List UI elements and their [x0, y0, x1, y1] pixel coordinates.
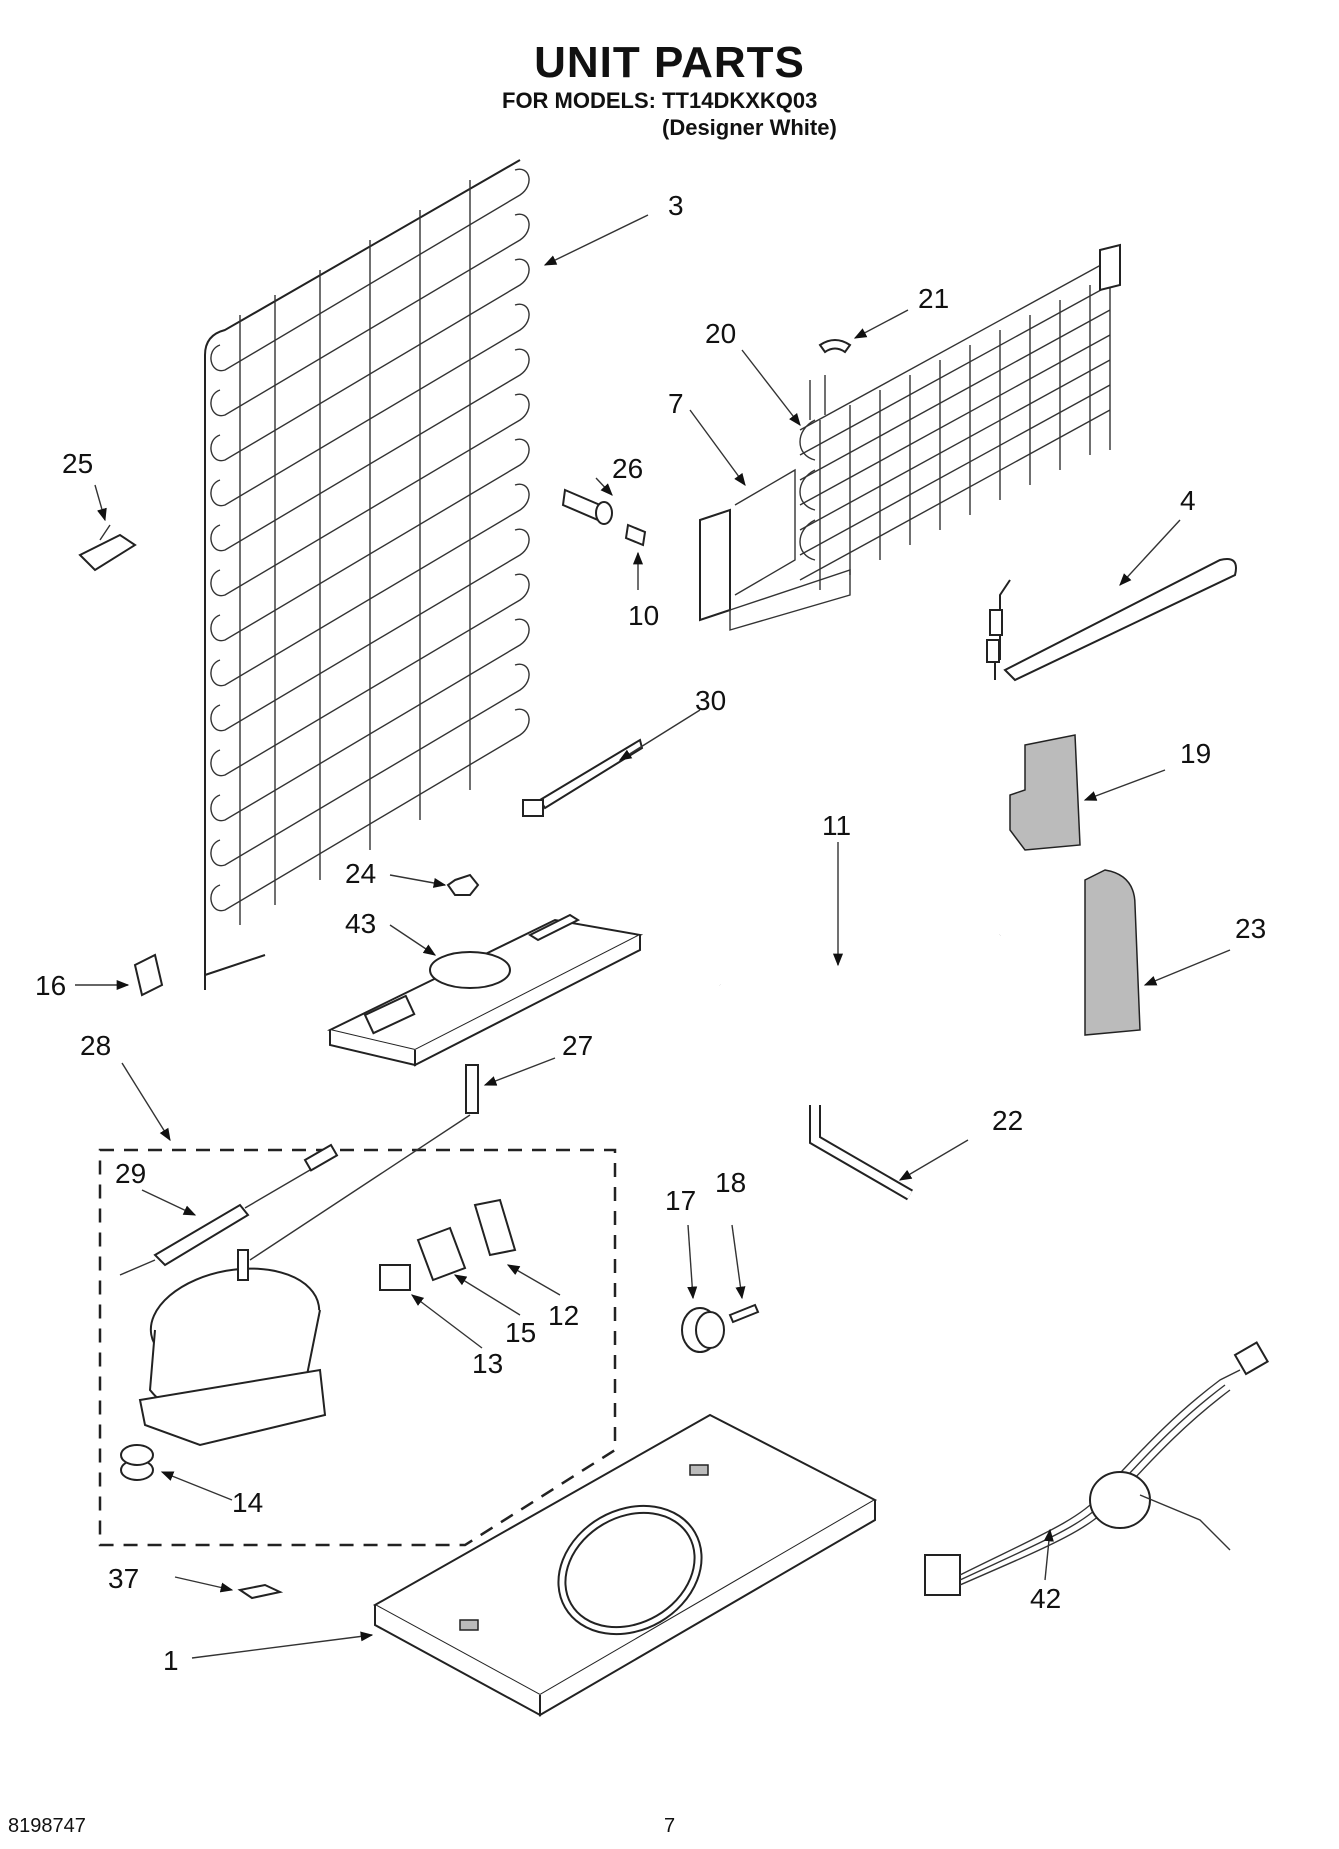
callout-37: 37: [108, 1563, 139, 1594]
part-number: 8198747: [8, 1815, 86, 1837]
callout-19: 19: [1180, 738, 1211, 769]
overload-13: [379, 1264, 411, 1291]
callout-18: 18: [715, 1167, 746, 1198]
evaporator-assembly: [699, 243, 1121, 631]
clip-16: [133, 953, 164, 997]
variant-line: (Designer White): [662, 115, 837, 140]
grommet-26: [561, 488, 613, 525]
callout-23: 23: [1235, 913, 1266, 944]
base-pan-1: [372, 1413, 878, 1717]
callout-21: 21: [918, 283, 949, 314]
callout-labels: 3 21 20 7 26 25 10 4 30 19 11 24 43 23 1…: [35, 190, 1266, 1676]
wire-harness-42: [924, 1341, 1270, 1596]
callout-22: 22: [992, 1105, 1023, 1136]
insulation-19: [1009, 734, 1081, 851]
callout-1: 1: [163, 1645, 179, 1676]
callout-27: 27: [562, 1030, 593, 1061]
grommet-14: [120, 1444, 154, 1481]
spacer-37: [237, 1583, 284, 1600]
nut-24: [446, 873, 480, 896]
callout-17: 17: [665, 1185, 696, 1216]
grommet-17: [681, 1307, 725, 1353]
callout-24: 24: [345, 858, 376, 889]
callout-29: 29: [115, 1158, 146, 1189]
insulation-23: [1084, 869, 1141, 1036]
callout-4: 4: [1180, 485, 1196, 516]
callout-43: 43: [345, 908, 376, 939]
screw-10: [624, 523, 647, 547]
compressor: [138, 1114, 471, 1447]
leader-lines: [75, 214, 1231, 1659]
bolt-18: [728, 1303, 760, 1324]
callout-7: 7: [668, 388, 684, 419]
callout-3: 3: [668, 190, 684, 221]
condenser-coil: [204, 159, 530, 990]
callout-11: 11: [822, 810, 851, 841]
drain-tube-27: [465, 1064, 479, 1114]
callout-13: 13: [472, 1348, 503, 1379]
cover-12: [473, 1198, 517, 1257]
callout-25: 25: [62, 448, 93, 479]
compressor-kit-box: [98, 1148, 617, 1547]
callout-16: 16: [35, 970, 66, 1001]
tube-11: [717, 930, 1003, 1017]
drain-pan-43: [327, 913, 644, 1067]
bracket-25: [78, 524, 137, 572]
callout-12: 12: [548, 1300, 579, 1331]
callout-26: 26: [612, 453, 643, 484]
callout-10: 10: [628, 600, 659, 631]
callout-28: 28: [80, 1030, 111, 1061]
drier-29: [119, 1143, 339, 1276]
callout-30: 30: [695, 685, 726, 716]
callout-20: 20: [705, 318, 736, 349]
models-line: FOR MODELS: TT14DKXKQ03: [502, 88, 818, 113]
page-title: UNIT PARTS: [534, 38, 805, 87]
callout-14: 14: [232, 1487, 263, 1518]
callout-15: 15: [505, 1317, 536, 1348]
page-number: 7: [663, 1815, 676, 1837]
defrost-heater: [986, 558, 1237, 682]
callout-42: 42: [1030, 1583, 1061, 1614]
tube-22: [809, 1105, 914, 1201]
relay-15: [416, 1226, 467, 1282]
tie-strap-30: [522, 738, 644, 817]
